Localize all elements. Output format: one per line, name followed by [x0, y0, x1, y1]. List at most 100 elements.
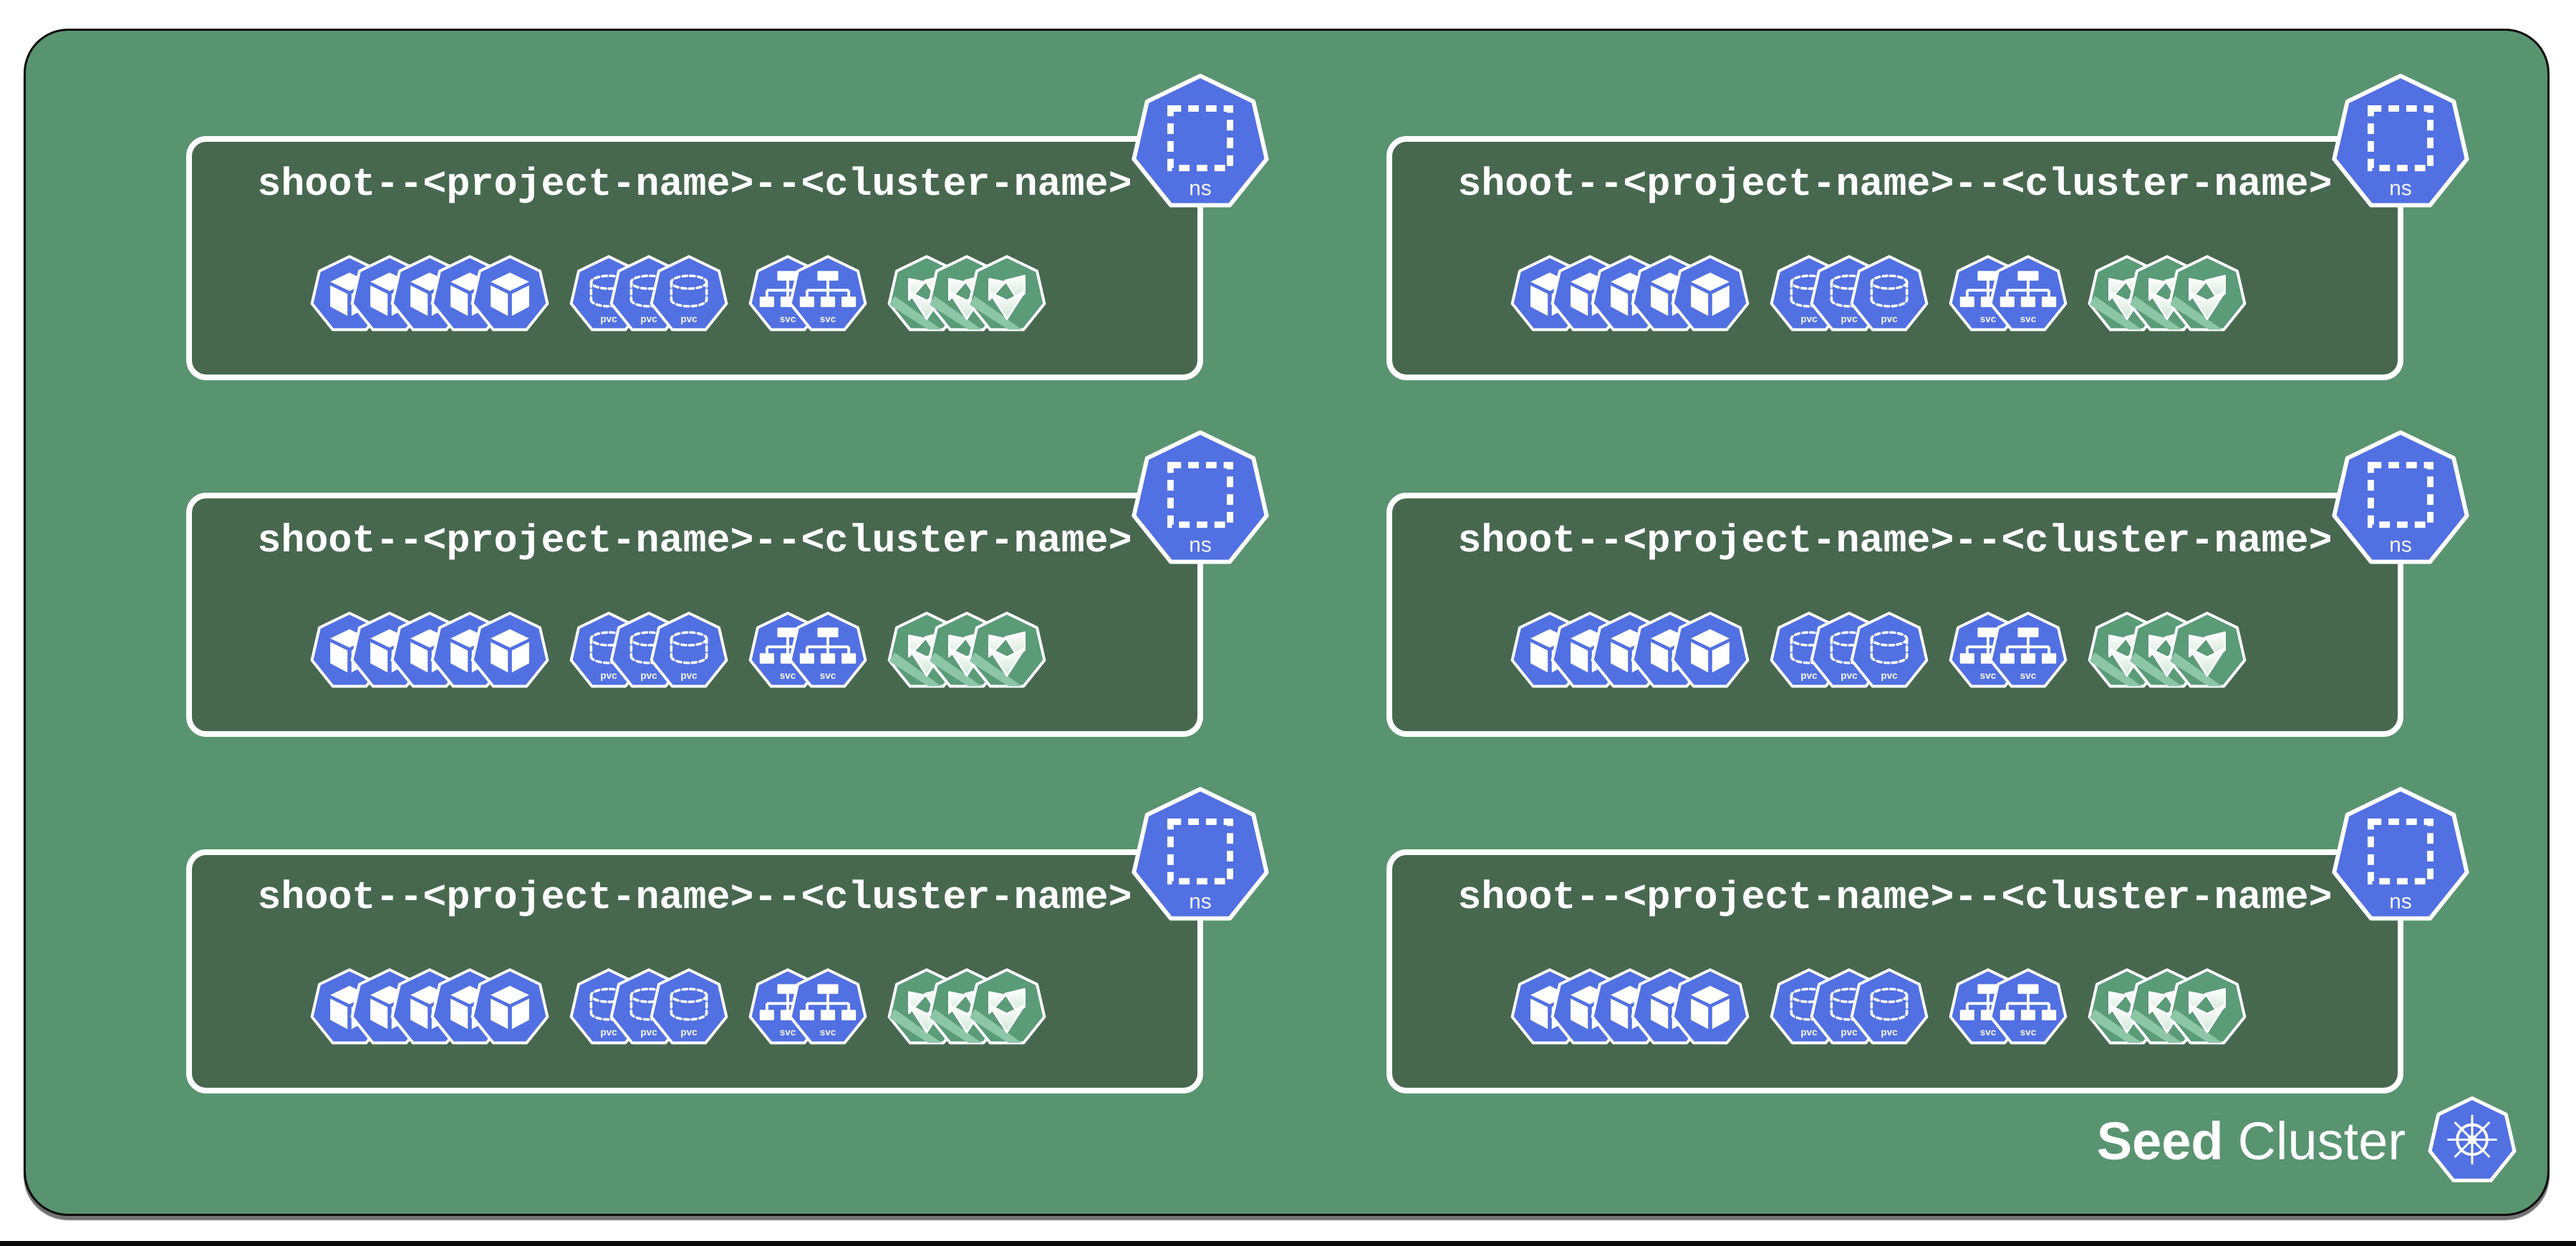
namespace-title: shoot--<project-name>--<cluster-name> [257, 518, 1132, 564]
seed-cluster-canvas: ns shoot--<project-name>--<cluster-name>… [24, 29, 2550, 1216]
svc-icon: svc [1988, 612, 2068, 692]
svc-icon: svc [788, 612, 868, 692]
shoot-namespace-box: ns shoot--<project-name>--<cluster-name>… [1386, 493, 2403, 737]
pod-icon [470, 255, 550, 335]
svc-icon-label: svc [780, 670, 796, 681]
namespace-icon: ns [2330, 786, 2471, 928]
svc-icon: svc [1948, 968, 2028, 1048]
namespace-badge-label: ns [1189, 533, 1211, 556]
pvc-icon-label: pvc [1881, 314, 1898, 324]
svc-icon: svc [748, 255, 828, 335]
namespace-badge-label: ns [2389, 533, 2411, 556]
shoot-namespace-box: ns shoot--<project-name>--<cluster-name>… [186, 849, 1203, 1093]
pvc-icon-label: pvc [640, 314, 657, 324]
pvc-icon: pvc [569, 968, 649, 1048]
namespace-title: shoot--<project-name>--<cluster-name> [257, 875, 1132, 920]
pod-icon [1670, 255, 1750, 335]
namespace-badge-label: ns [1189, 176, 1211, 200]
pvc-icon: pvc [569, 612, 649, 692]
namespace-grid: ns shoot--<project-name>--<cluster-name>… [186, 136, 2403, 1093]
svc-icon-label: svc [2020, 314, 2037, 324]
kubernetes-helm-icon [2427, 1096, 2517, 1187]
svc-icon-group: svc svc [748, 612, 868, 692]
svc-icon-label: svc [1980, 1027, 1997, 1038]
pvc-icon: pvc [609, 255, 689, 335]
pvc-icon: pvc [569, 255, 649, 335]
namespace-badge-label: ns [1189, 889, 1211, 913]
pvc-icon: pvc [1809, 612, 1889, 692]
pvc-icon-label: pvc [1841, 670, 1858, 681]
pod-icon-group [1510, 968, 1750, 1048]
svc-icon-group: svc svc [748, 255, 868, 335]
pod-icon [470, 968, 550, 1048]
svc-icon-label: svc [780, 1027, 796, 1038]
namespace-icon: ns [1129, 430, 1271, 571]
seed-cluster-label: Seed Cluster [2097, 1096, 2517, 1187]
pod-icon [470, 612, 550, 692]
pod-icon-group [309, 612, 550, 692]
svc-icon-label: svc [820, 314, 836, 324]
gardener-icon-group [887, 968, 1047, 1048]
pvc-icon-group: pvc pvc pvc [1769, 255, 1929, 335]
pod-icon-group [1510, 255, 1750, 335]
pvc-icon: pvc [1849, 255, 1929, 335]
pvc-icon: pvc [1849, 612, 1929, 692]
shoot-namespace-box: ns shoot--<project-name>--<cluster-name>… [186, 493, 1203, 737]
svc-icon: svc [1948, 255, 2028, 335]
resource-icon-row: pvc pvc pvc svc svc [1510, 255, 2247, 335]
svc-icon: svc [788, 255, 868, 335]
gardener-flower-icon [967, 612, 1047, 692]
pvc-icon-label: pvc [600, 314, 617, 324]
pvc-icon: pvc [649, 612, 729, 692]
namespace-badge-label: ns [2389, 889, 2411, 913]
pvc-icon: pvc [649, 255, 729, 335]
pvc-icon-label: pvc [1881, 1027, 1898, 1038]
seed-label-regular: Cluster [2237, 1111, 2406, 1171]
pvc-icon-label: pvc [640, 1027, 657, 1038]
svc-icon: svc [748, 968, 828, 1048]
gardener-flower-icon [2167, 968, 2247, 1048]
gardener-icon-group [2087, 968, 2247, 1048]
seed-label-bold: Seed [2096, 1111, 2224, 1171]
pvc-icon: pvc [1809, 255, 1889, 335]
pvc-icon-label: pvc [1841, 1027, 1858, 1038]
svc-icon-label: svc [820, 670, 836, 681]
namespace-badge-label: ns [2389, 176, 2411, 200]
pvc-icon: pvc [609, 612, 689, 692]
gardener-flower-icon [2167, 255, 2247, 335]
svc-icon-label: svc [780, 314, 796, 324]
bottom-border-line [0, 1241, 2576, 1246]
pvc-icon: pvc [1769, 968, 1849, 1048]
namespace-title: shoot--<project-name>--<cluster-name> [1457, 518, 2333, 564]
svc-icon-label: svc [1980, 314, 1997, 324]
gardener-flower-icon [2167, 612, 2247, 692]
namespace-title: shoot--<project-name>--<cluster-name> [257, 162, 1132, 207]
pvc-icon-label: pvc [1800, 314, 1818, 324]
namespace-icon: ns [1129, 73, 1271, 215]
pvc-icon: pvc [1849, 968, 1929, 1048]
pod-icon [1670, 612, 1750, 692]
svc-icon: svc [1948, 612, 2028, 692]
svc-icon-group: svc svc [1948, 255, 2068, 335]
pod-icon-group [309, 255, 550, 335]
pvc-icon: pvc [609, 968, 689, 1048]
pvc-icon: pvc [1769, 255, 1849, 335]
namespace-title: shoot--<project-name>--<cluster-name> [1457, 162, 2333, 207]
shoot-namespace-box: ns shoot--<project-name>--<cluster-name>… [1386, 136, 2403, 380]
svc-icon: svc [1988, 968, 2068, 1048]
gardener-icon-group [887, 255, 1047, 335]
gardener-icon-group [887, 612, 1047, 692]
pvc-icon-label: pvc [1841, 314, 1858, 324]
pod-icon [1670, 968, 1750, 1048]
